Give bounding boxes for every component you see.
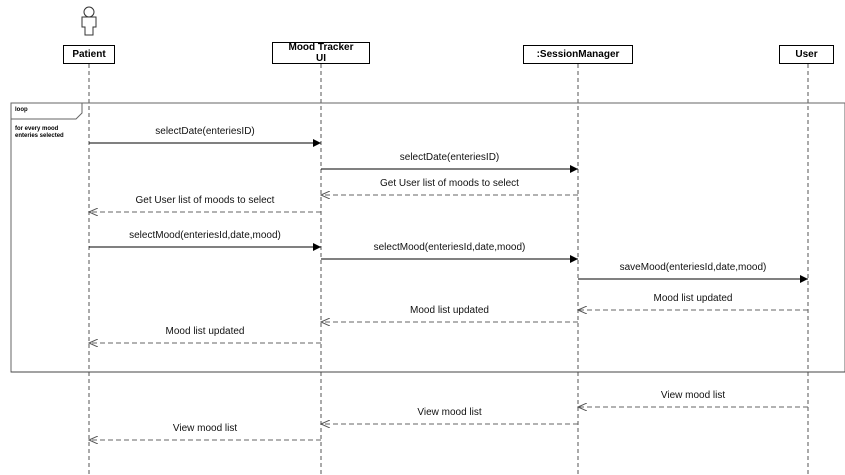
message-label: Get User list of moods to select [380, 178, 519, 189]
lifeline-header-session: :SessionManager [523, 45, 633, 64]
message-label: Mood list updated [410, 305, 489, 316]
lifeline-label: :SessionManager [536, 49, 620, 60]
lifeline-label: Patient [72, 49, 106, 60]
message-label: selectMood(enteriesId,date,mood) [373, 242, 526, 253]
lifeline-header-patient: Patient [63, 45, 115, 64]
message-label: selectDate(enteriesID) [155, 126, 255, 137]
loop-frame [10, 102, 845, 373]
message-label: Get User list of moods to select [135, 195, 275, 206]
lifeline-header-ui: Mood Tracker UI [272, 42, 370, 64]
message-label: View mood list [417, 407, 482, 418]
message-label: Mood list updated [165, 326, 245, 337]
loop-guard-label: for every mood enteries selected [15, 126, 64, 139]
message-label: saveMood(enteriesId,date,mood) [619, 262, 767, 273]
message-label: View mood list [172, 423, 238, 434]
message-label: View mood list [660, 390, 726, 401]
message-label: selectMood(enteriesId,date,mood) [129, 230, 281, 241]
loop-operator-label: loop [15, 107, 28, 113]
actor-icon [81, 6, 97, 36]
message-label: Mood list updated [653, 293, 733, 304]
message-label: selectDate(enteriesID) [399, 152, 500, 163]
lifeline-label: User [795, 49, 818, 60]
lifeline-header-user: User [779, 45, 834, 64]
lifeline-label: Mood Tracker UI [288, 42, 354, 64]
